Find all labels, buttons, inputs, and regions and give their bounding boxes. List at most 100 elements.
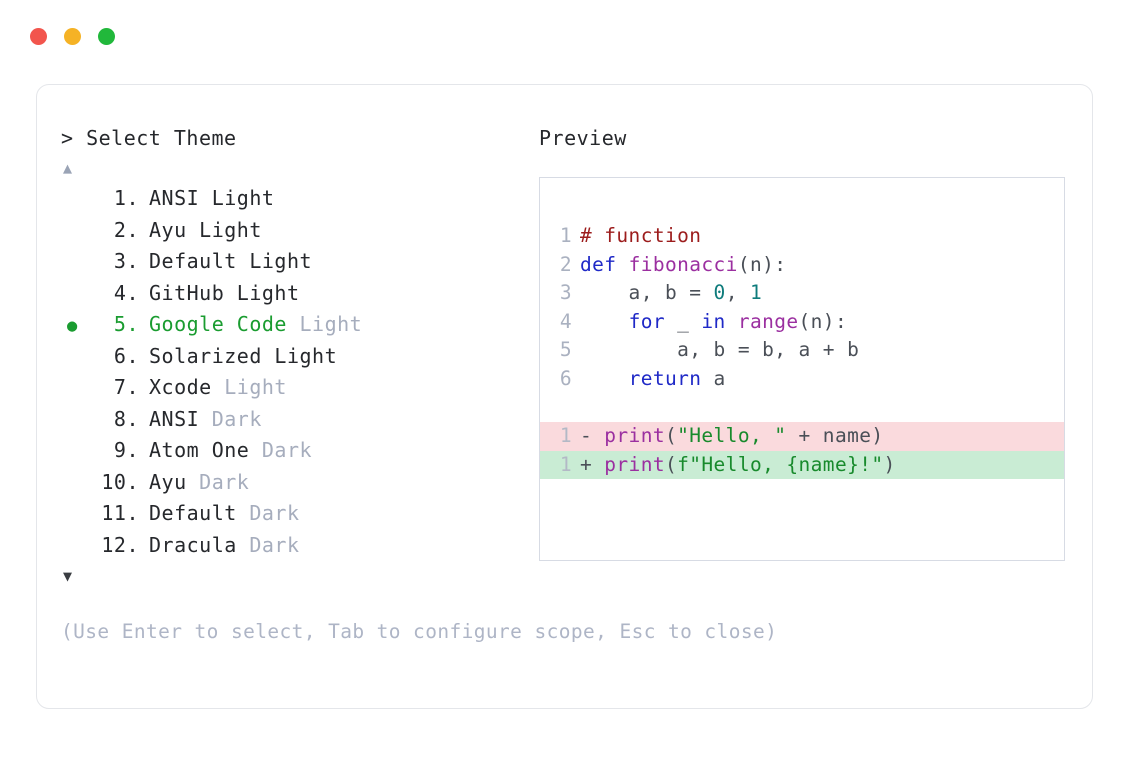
theme-item-name: ANSI (149, 406, 200, 431)
minimize-window-button[interactable] (64, 28, 81, 45)
code-token: range (737, 309, 799, 333)
theme-list-item[interactable]: ●5.Google Code Light (61, 309, 531, 341)
theme-item-number: 11. (101, 501, 139, 525)
theme-item-number: 3. (113, 249, 139, 273)
code-token: ) (883, 452, 896, 476)
code-token (726, 310, 738, 333)
theme-item-number: 9. (113, 438, 139, 462)
theme-item-variant-tag: Light (224, 280, 300, 305)
scroll-up-icon[interactable]: ▲ (63, 159, 73, 177)
select-theme-prompt: > Select Theme (61, 126, 237, 150)
theme-list-item[interactable]: 3.Default Light (61, 246, 531, 278)
theme-item-variant-tag: Dark (236, 501, 300, 525)
theme-item-name: Ayu (149, 469, 187, 494)
diff-line: 1 + print(f"Hello, {name}!") (540, 450, 1064, 480)
window-titlebar (30, 28, 115, 45)
theme-item-label: Atom One Dark (139, 435, 312, 467)
code-line: 3 a, b = 0, 1 (540, 279, 1064, 308)
theme-list-item[interactable]: 7.Xcode Light (61, 372, 531, 404)
line-number: 3 (559, 281, 572, 304)
code-token: "Hello, " (677, 424, 787, 447)
theme-list-item[interactable]: 6.Solarized Light (61, 341, 531, 373)
maximize-window-button[interactable] (98, 28, 115, 45)
code-token: 1 (749, 281, 763, 304)
theme-item-variant-tag: Dark (199, 406, 262, 431)
code-token: + name) (786, 424, 884, 447)
selected-bullet-icon: ● (67, 316, 78, 336)
code-line: 5 a, b = b, a + b (540, 336, 1064, 365)
theme-item-number: 5. (113, 312, 139, 336)
code-text: return a (580, 365, 726, 394)
code-text: def fibonacci(n): (580, 251, 786, 280)
code-line: 4 for _ in range(n): (540, 308, 1064, 337)
code-text: - print("Hello, " + name) (580, 422, 884, 451)
code-text: a, b = 0, 1 (580, 279, 762, 308)
line-number: 1 (559, 424, 572, 447)
diff-block: 1- print("Hello, " + name)1+ print(f"Hel… (540, 422, 1064, 479)
preview-title: Preview (539, 126, 627, 150)
theme-list-item[interactable]: 11. Default Dark (61, 498, 531, 530)
code-token: 0 (713, 281, 726, 304)
theme-list-item[interactable]: 4.GitHub Light (61, 278, 531, 310)
code-line: 6 return a (540, 365, 1064, 394)
line-number: 4 (559, 309, 572, 333)
theme-item-name: GitHub (149, 280, 225, 305)
code-token: + (580, 452, 605, 476)
theme-item-name: Default (149, 501, 237, 525)
code-token: a, b = (580, 281, 714, 304)
theme-item-number: 7. (113, 375, 139, 399)
theme-item-name: Default (149, 249, 237, 273)
theme-list-item[interactable]: 10.Ayu Dark (61, 467, 531, 499)
code-token: for (628, 309, 665, 333)
line-number: 1 (559, 224, 572, 247)
line-number: 1 (559, 452, 572, 476)
code-spacer (540, 393, 1064, 422)
theme-list-item[interactable]: 8.ANSI Dark (61, 404, 531, 436)
code-token: _ (664, 309, 702, 333)
theme-item-variant-tag: Light (199, 186, 275, 210)
theme-list-item[interactable]: 12. Dracula Dark (61, 530, 531, 562)
theme-item-variant-tag: Dark (236, 532, 300, 557)
theme-item-number: 2. (113, 217, 139, 242)
code-text: + print(f"Hello, {name}!") (580, 451, 896, 480)
code-token: , (725, 281, 750, 304)
theme-item-name: Google Code (149, 312, 287, 336)
code-text: # function (580, 222, 701, 251)
theme-item-label: ANSI Light (139, 183, 274, 215)
close-window-button[interactable] (30, 28, 47, 45)
code-token: print (604, 452, 665, 476)
line-number: 6 (559, 366, 572, 390)
theme-item-variant-tag: Light (236, 249, 313, 273)
code-token: def (580, 252, 629, 276)
theme-item-label: GitHub Light (139, 278, 300, 310)
theme-item-name: ANSI (149, 186, 200, 210)
theme-item-number: 12. (101, 532, 139, 557)
theme-list-item[interactable]: 9.Atom One Dark (61, 435, 531, 467)
code-token: - (580, 424, 605, 447)
theme-item-label: ANSI Dark (139, 404, 262, 436)
theme-item-variant-tag: Dark (249, 438, 313, 462)
theme-item-number: 1. (113, 186, 139, 210)
theme-item-name: Dracula (149, 532, 237, 557)
theme-item-number: 10. (101, 469, 139, 494)
theme-list-item[interactable]: 1.ANSI Light (61, 183, 531, 215)
code-token: in (701, 309, 726, 333)
code-text: for _ in range(n): (580, 308, 847, 337)
theme-item-name: Atom One (149, 438, 250, 462)
theme-item-label: Ayu Dark (139, 467, 249, 499)
theme-item-label: Default Light (139, 246, 312, 278)
theme-item-label: Solarized Light (139, 341, 337, 373)
code-line: 1 # function (540, 222, 1064, 251)
code-token: (n): (798, 309, 848, 333)
scroll-down-icon[interactable]: ▼ (63, 567, 73, 585)
code-token: ( (664, 452, 678, 476)
theme-item-name: Solarized (149, 343, 262, 368)
theme-list-item[interactable]: 2.Ayu Light (61, 215, 531, 247)
code-text: a, b = b, a + b (580, 336, 859, 365)
